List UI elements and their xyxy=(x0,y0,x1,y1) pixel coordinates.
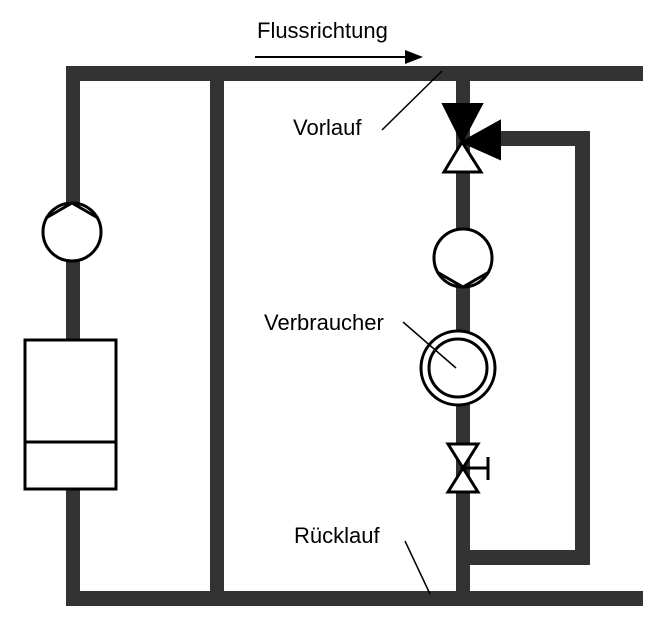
return-pipe xyxy=(66,591,643,606)
bypass-top-pipe xyxy=(490,131,590,146)
boiler xyxy=(23,338,118,491)
primary-pipe xyxy=(66,66,80,606)
consumer-leader-line xyxy=(402,321,457,369)
bypass-bottom-pipe xyxy=(456,550,590,565)
balancing-valve-icon xyxy=(445,442,490,494)
supply-pipe xyxy=(66,66,643,81)
flow-direction-label: Flussrichtung xyxy=(257,18,388,43)
return-label: Rücklauf xyxy=(294,523,380,548)
primary-pump-icon xyxy=(41,201,103,263)
valve-top-triangle xyxy=(441,103,484,145)
consumer-label: Verbraucher xyxy=(264,310,384,335)
valve-bottom-triangle xyxy=(441,139,484,174)
three-way-valve-icon xyxy=(441,103,501,174)
consumer-icon xyxy=(419,329,497,407)
flow-arrow-icon xyxy=(255,50,423,64)
separator-pipe xyxy=(210,66,224,606)
return-leader-line xyxy=(404,540,431,595)
secondary-pump-icon xyxy=(432,227,494,289)
boiler-body xyxy=(23,338,118,491)
supply-label: Vorlauf xyxy=(293,115,362,140)
supply-leader-line xyxy=(381,70,443,131)
bypass-vertical-pipe xyxy=(575,131,590,565)
valve-right-triangle xyxy=(459,119,501,161)
